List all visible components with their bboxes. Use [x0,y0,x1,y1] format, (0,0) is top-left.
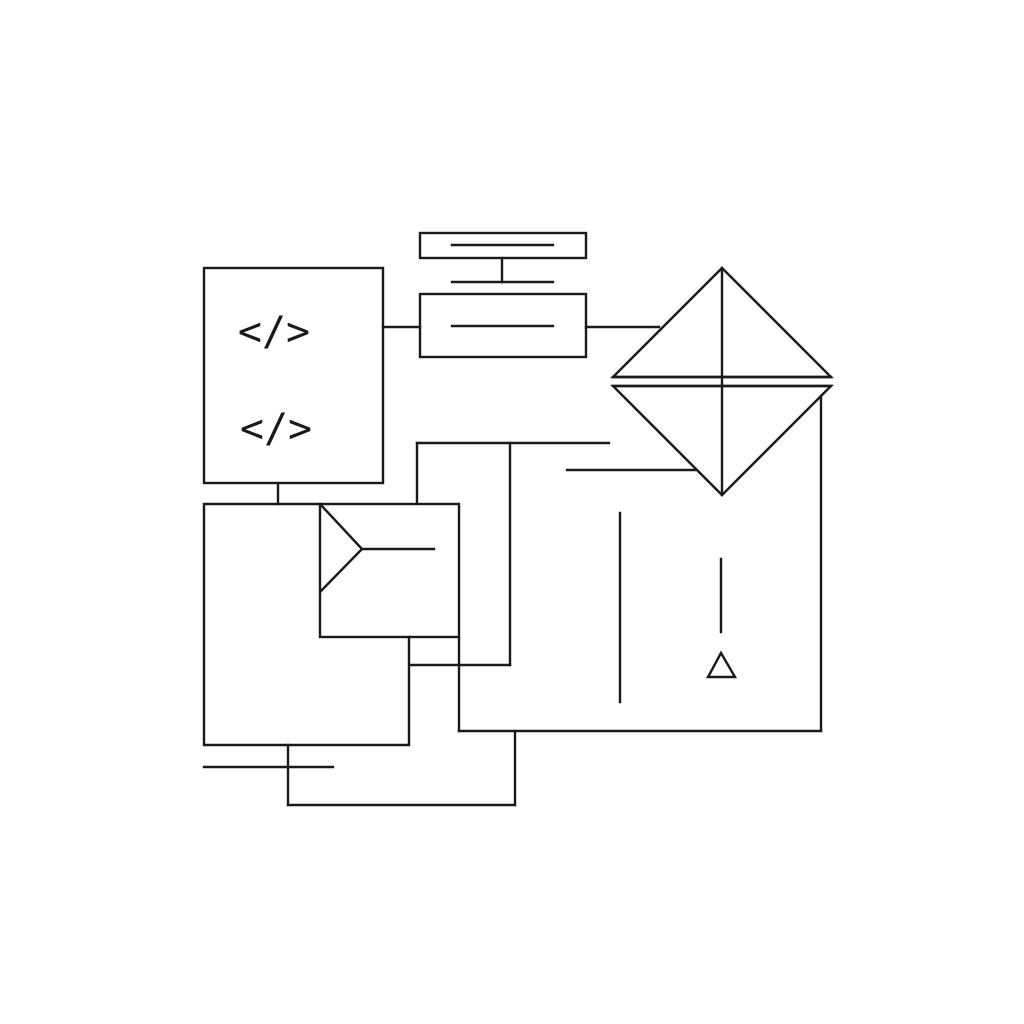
middle-box [418,292,588,359]
arrow-triangle-icon [705,650,738,679]
envelope-frame [318,502,461,639]
lower-left-block [202,481,411,747]
diamond-node-icon [610,266,834,497]
envelope-flap [318,502,364,594]
envelope-icon [318,502,461,639]
stacked-module [418,231,588,359]
code-block: </> </> [202,266,385,485]
code-icon: </> [238,309,310,355]
code-icon: </> [240,406,312,452]
code-block-frame [202,266,385,485]
lower-left-frame [202,502,411,747]
